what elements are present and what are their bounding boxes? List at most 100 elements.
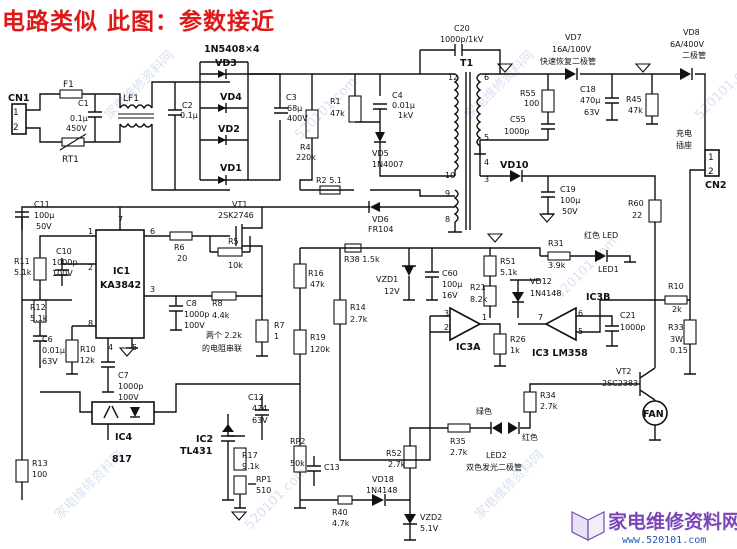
control-section: R16 47k R19 120k R38 1.5k R14 2.7k VZD1 …	[293, 230, 697, 541]
svg-text:2: 2	[708, 167, 714, 177]
r4-name: R4	[300, 143, 311, 152]
vd10-diode	[510, 170, 521, 182]
c3-voltage: 400V	[287, 114, 308, 123]
r17-value: 9.1k	[242, 462, 260, 471]
socket-label-2: 插座	[676, 140, 692, 150]
r52-resistor	[403, 445, 417, 469]
r21-name: R21	[470, 283, 486, 292]
ic1-chip	[95, 229, 145, 339]
cn1-label: CN1	[8, 93, 30, 104]
vd2-diode	[218, 136, 226, 144]
r35-resistor	[447, 423, 471, 433]
c4-name: C4	[392, 91, 403, 100]
led2-green	[492, 422, 502, 434]
r1-value: 47k	[330, 109, 345, 118]
r10-resistor	[65, 339, 79, 363]
vd18-diode	[372, 494, 384, 506]
r14-value: 2.7k	[350, 315, 368, 324]
ic4-model: 817	[112, 454, 132, 465]
logo-text: 家电维修资料网	[608, 510, 737, 533]
r45-resistor	[645, 93, 659, 117]
r11-value: 5.1k	[14, 268, 32, 277]
watermark-7: 家电维修资料网	[472, 447, 548, 523]
r13-value: 100	[32, 470, 47, 479]
led2-red	[508, 422, 518, 434]
ic4-led	[130, 407, 140, 417]
r31-value: 3.9k	[548, 261, 566, 270]
f1-fuse	[59, 89, 83, 99]
vd6-diode	[370, 202, 380, 212]
vd7-value: 16A/100V	[552, 45, 592, 54]
c2-value: 0.1μ	[180, 111, 198, 120]
c1-value: 0.1μ	[70, 114, 88, 123]
ic3a-opamp	[449, 306, 482, 342]
vd8-value: 6A/400V	[670, 40, 705, 49]
primary-side: R1 47k C4 0.01μ 1kV VD5 1N4007 C20 1000p…	[312, 24, 501, 233]
c19-value: 100μ	[560, 196, 580, 205]
c20-value: 1000p/1kV	[440, 35, 484, 44]
t1-label: T1	[460, 58, 473, 69]
r11-resistor	[33, 257, 47, 281]
r4-value: 220k	[296, 153, 316, 162]
watermark-1: 家电维修资料网	[102, 47, 178, 123]
vd12-diode	[512, 292, 524, 302]
r33-value: 3W	[670, 335, 683, 344]
ic3a-label: IC3A	[456, 342, 481, 353]
r55-resistor	[541, 89, 555, 113]
r8-note-2: 的电阻串联	[202, 343, 242, 353]
r19-resistor	[293, 329, 307, 355]
vd1-label: VD1	[220, 163, 242, 174]
c12-name: C12	[248, 393, 264, 402]
ic4-optocoupler	[91, 401, 155, 425]
r60-name: R60	[628, 199, 644, 208]
c21-name: C21	[620, 311, 636, 320]
c19-voltage: 50V	[562, 207, 578, 216]
r40-resistor	[337, 495, 353, 505]
ic1-model: KA3842	[100, 280, 141, 291]
cn2-label: CN2	[705, 180, 727, 191]
r26-name: R26	[510, 335, 526, 344]
c6-value: 0.01μ	[42, 346, 65, 355]
ic1-name: IC1	[113, 266, 130, 277]
r7-name: R7	[274, 321, 285, 330]
r26-resistor	[493, 333, 507, 355]
cn2-connector	[704, 149, 720, 177]
t1-pin-9: 9	[445, 189, 450, 198]
ic3b-label: IC3B	[586, 292, 610, 303]
ic4-name: IC4	[115, 432, 133, 443]
r55-name: R55	[520, 89, 536, 98]
vd18-name: VD18	[372, 475, 394, 484]
header-note: 电路类似 此图：参数接近	[2, 9, 276, 35]
r35-name: R35	[450, 437, 466, 446]
r7-resistor	[255, 319, 269, 343]
c10-name: C10	[56, 247, 72, 256]
r31-resistor	[547, 251, 571, 261]
r10b-resistor	[664, 295, 688, 305]
feedback: IC4 817 R13 100 IC2 TL431 C12 474 63V R1…	[15, 383, 410, 528]
led2-red-label: 红色	[522, 432, 538, 442]
r1-resistor	[348, 95, 362, 123]
r38-resistor	[344, 243, 362, 253]
c6-name: C6	[42, 335, 53, 344]
r6-resistor	[169, 231, 193, 241]
vt2-name: VT2	[616, 367, 631, 376]
c20-name: C20	[454, 24, 470, 33]
ic1-pin-3: 3	[150, 285, 155, 294]
c21-value: 1000p	[620, 323, 645, 332]
vd12-value: 1N4148	[530, 289, 561, 298]
rp1-potentiometer	[233, 475, 247, 495]
r21-value: 8.2k	[470, 295, 488, 304]
c8-name: C8	[186, 299, 197, 308]
rt1-label: RT1	[62, 155, 79, 165]
r34-value: 2.7k	[540, 402, 558, 411]
mosfet-stage: R6 20 R5 10k VT1 2SK2746 R8 4.4k 两个 2.2k…	[160, 200, 285, 357]
c11-voltage: 50V	[36, 222, 52, 231]
r10b-value: 2k	[672, 305, 682, 314]
vd8-note: 二极管	[682, 50, 706, 60]
c18-value: 470μ	[580, 96, 600, 105]
vd5-name: VD5	[372, 149, 389, 158]
r16-name: R16	[308, 269, 324, 278]
fan-label: FAN	[643, 409, 664, 420]
t1-pin-3: 3	[484, 175, 489, 184]
